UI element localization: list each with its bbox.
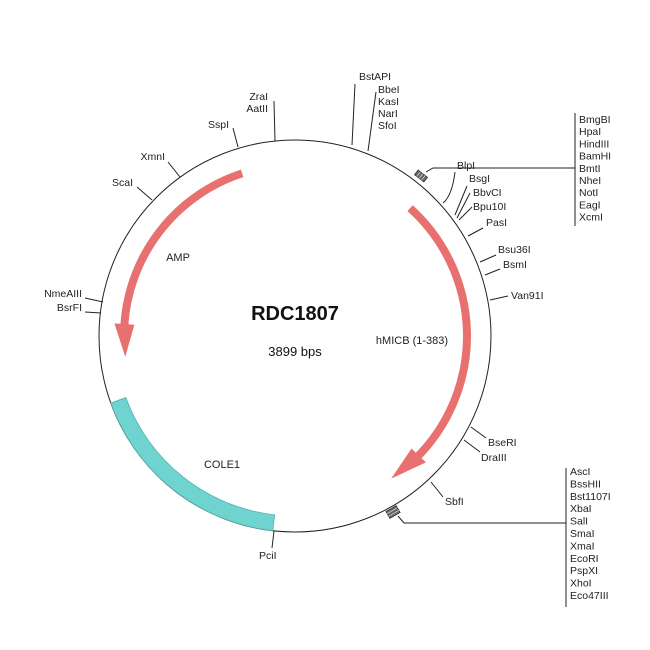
site-label-scai[interactable]: ScaI: [112, 177, 133, 189]
site-label-bsmi[interactable]: BsmI: [503, 259, 527, 271]
site-label-sfoi[interactable]: SfoI: [378, 120, 397, 132]
plasmid-name: RDC1807: [251, 303, 339, 325]
site-scai[interactable]: ScaI: [112, 177, 153, 201]
site-bsu36i[interactable]: Bsu36I: [479, 244, 531, 263]
site-label-sspi[interactable]: SspI: [208, 119, 229, 131]
mcs-site-label[interactable]: XcmI: [579, 212, 603, 224]
mcs-site-label[interactable]: XbaI: [570, 503, 592, 515]
feature-amp-arrow[interactable]: [120, 169, 244, 328]
site-label-van91i[interactable]: Van91I: [511, 290, 544, 302]
plasmid-size: 3899 bps: [268, 344, 322, 359]
mcs-site-label[interactable]: NotI: [579, 187, 598, 199]
mcs-site-label[interactable]: BmgBI: [579, 114, 611, 126]
site-bsrfi[interactable]: BsrFI: [57, 302, 102, 314]
site-label-bsgi[interactable]: BsgI: [469, 173, 490, 185]
site-label-sbfi[interactable]: SbfI: [445, 496, 464, 508]
site-label-kasi[interactable]: KasI: [378, 96, 399, 108]
feature-hmicb-arrow[interactable]: [407, 205, 471, 461]
site-bbvci-bpu10i[interactable]: BbvCI Bpu10I: [456, 187, 506, 221]
mcs-site-label[interactable]: XmaI: [570, 540, 595, 552]
mcs-hatch-icon: [414, 169, 428, 183]
site-label-zrai[interactable]: ZraI: [249, 91, 268, 103]
mcs-site-label[interactable]: EcoRI: [570, 553, 599, 565]
site-label-blpi[interactable]: BlpI: [457, 160, 475, 172]
backbone-circle: [98, 139, 492, 533]
site-blpi[interactable]: BlpI: [442, 160, 475, 204]
site-bseri[interactable]: BseRI: [470, 426, 517, 449]
site-xmni[interactable]: XmnI: [140, 151, 181, 178]
feature-hmicb-arrowhead: [391, 448, 426, 479]
site-label-pasi[interactable]: PasI: [486, 217, 507, 229]
site-pasi[interactable]: PasI: [467, 217, 507, 237]
site-sspi[interactable]: SspI: [208, 119, 239, 148]
mcs-site-label[interactable]: BamHI: [579, 151, 611, 163]
site-pcii[interactable]: PciI: [259, 530, 277, 562]
site-label-nmeaiii[interactable]: NmeAIII: [44, 288, 82, 300]
feature-label-cole1: COLE1: [204, 459, 240, 471]
mcs-cluster-2[interactable]: AscIBssHIIBst1107IXbaISalISmaIXmaIEcoRIP…: [385, 466, 611, 607]
site-label-bseri[interactable]: BseRI: [488, 437, 517, 449]
mcs-site-label[interactable]: HindIII: [579, 138, 609, 150]
mcs-site-label[interactable]: BmtI: [579, 163, 601, 175]
site-label-pcii[interactable]: PciI: [259, 550, 277, 562]
mcs-site-label[interactable]: SmaI: [570, 528, 595, 540]
site-label-xmni[interactable]: XmnI: [140, 151, 165, 163]
site-label-draiii[interactable]: DraIII: [481, 452, 507, 464]
site-label-bstapi[interactable]: BstAPI: [359, 71, 391, 83]
feature-cole1[interactable]: [110, 397, 276, 532]
feature-amp-arrowhead: [114, 323, 135, 357]
mcs-site-label[interactable]: Eco47III: [570, 590, 609, 602]
site-label-nari[interactable]: NarI: [378, 108, 398, 120]
mcs-site-label[interactable]: BssHII: [570, 478, 601, 490]
site-sbfi[interactable]: SbfI: [430, 481, 464, 508]
site-van91i[interactable]: Van91I: [489, 290, 544, 302]
site-label-bpu10i[interactable]: Bpu10I: [473, 201, 506, 213]
site-label-bbei[interactable]: BbeI: [378, 84, 400, 96]
site-bsmi[interactable]: BsmI: [484, 259, 527, 276]
site-draiii[interactable]: DraIII: [463, 439, 507, 464]
feature-label-amp: AMP: [166, 252, 190, 264]
site-label-aatii[interactable]: AatII: [246, 103, 268, 115]
mcs-site-label[interactable]: HpaI: [579, 126, 601, 138]
site-bbei-group[interactable]: BbeI KasI NarI SfoI: [367, 84, 400, 152]
site-label-bsrfi[interactable]: BsrFI: [57, 302, 82, 314]
mcs-site-label[interactable]: Bst1107I: [570, 491, 611, 503]
site-bstapi[interactable]: BstAPI: [351, 71, 391, 146]
site-label-bsu36i[interactable]: Bsu36I: [498, 244, 531, 256]
site-bsgi[interactable]: BsgI: [454, 173, 490, 216]
mcs-site-label[interactable]: EagI: [579, 199, 601, 211]
mcs-site-label[interactable]: NheI: [579, 175, 601, 187]
mcs-hatch-icon: [385, 505, 401, 519]
site-label-bbvci[interactable]: BbvCI: [473, 187, 502, 199]
mcs-cluster-1[interactable]: BmgBIHpaIHindIIIBamHIBmtINheINotIEagIXcm…: [414, 113, 611, 226]
mcs-site-label[interactable]: PspXI: [570, 565, 598, 577]
site-nmeaiii[interactable]: NmeAIII: [44, 288, 104, 303]
feature-label-hmicb: hMICB (1-383): [376, 335, 448, 347]
mcs-site-label[interactable]: SalI: [570, 516, 588, 528]
mcs-site-label[interactable]: AscI: [570, 466, 590, 478]
site-zrai-aatii[interactable]: ZraI AatII: [246, 91, 276, 142]
mcs-site-label[interactable]: XhoI: [570, 578, 592, 590]
